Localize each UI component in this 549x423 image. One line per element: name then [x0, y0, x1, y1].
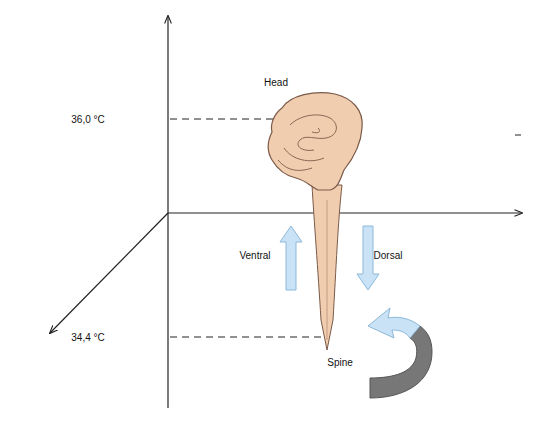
- level-line: [170, 337, 330, 338]
- direction-label: Dorsal: [374, 250, 403, 261]
- return-arrow-head: [368, 308, 420, 338]
- temperature-label: 36,0 °C: [71, 114, 104, 125]
- direction-label: Ventral: [239, 250, 270, 261]
- temperature-label: 34,4 °C: [71, 332, 104, 343]
- ventral-arrow: [280, 226, 302, 290]
- brain: [268, 93, 362, 190]
- part-label: Head: [264, 77, 288, 88]
- vertical-axis: [167, 16, 168, 408]
- return-arrow-band: [370, 326, 432, 398]
- spinal-cord: [312, 185, 342, 350]
- brain-folds: [284, 115, 336, 161]
- cerebellum: [278, 160, 312, 170]
- spinal-cord-line: [327, 200, 328, 340]
- depth-axis: [50, 213, 168, 333]
- part-label: Spine: [327, 357, 353, 368]
- horizontal-axis: [168, 212, 522, 213]
- tick-mark: [515, 135, 521, 136]
